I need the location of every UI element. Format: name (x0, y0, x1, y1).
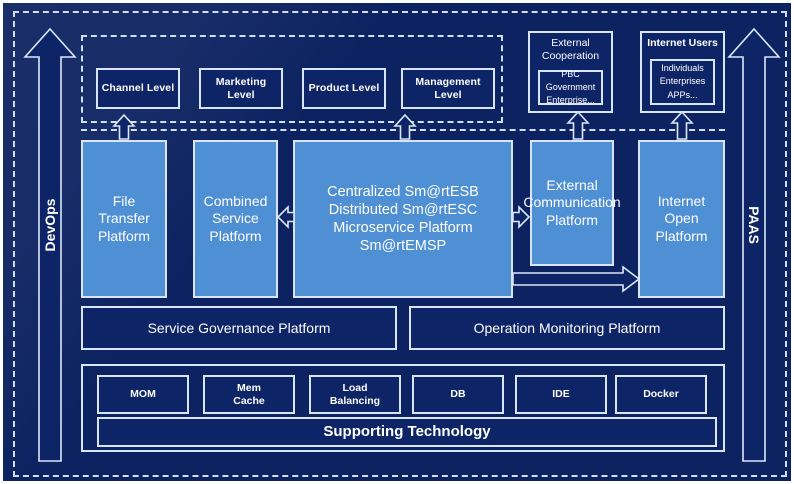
internet-users-members: Individuals Enterprises APPs... (650, 59, 715, 105)
platform-external-communication[interactable]: External Communication Platform (523, 140, 621, 266)
platform-file-transfer[interactable]: File Transfer Platform (81, 140, 167, 298)
external-cooperation-title: External Cooperation (541, 37, 600, 63)
supporting-technology-label: Supporting Technology (323, 423, 491, 441)
level-label: Channel Level (101, 82, 175, 95)
platform-combined-service[interactable]: Combined Service Platform (193, 140, 278, 298)
uparrow-internet-open (670, 110, 694, 140)
tech-box-ide[interactable]: IDE (515, 375, 607, 414)
level-label: Management Level (415, 76, 481, 101)
boundary-dashed-line (81, 129, 725, 131)
operation-monitoring-label: Operation Monitoring Platform (473, 319, 661, 336)
internet-users-title: Internet Users (647, 37, 718, 49)
internet-users-group[interactable]: Internet Users Individuals Enterprises A… (640, 31, 725, 113)
service-governance-platform[interactable]: Service Governance Platform (81, 306, 397, 350)
tech-box-docker[interactable]: Docker (615, 375, 707, 414)
service-governance-label: Service Governance Platform (147, 319, 331, 336)
platform-centralized-esb[interactable]: Centralized Sm@rtESB Distributed Sm@rtES… (293, 140, 513, 298)
consumer-levels-group (81, 35, 503, 123)
level-box-channel[interactable]: Channel Level (96, 68, 180, 109)
external-cooperation-members: PBC Government Enterprise... (538, 69, 603, 105)
tech-box-mem-cache[interactable]: Mem Cache (203, 375, 295, 414)
devops-label: DevOps (42, 198, 58, 252)
level-box-marketing[interactable]: Marketing Level (199, 68, 283, 109)
supporting-technology-bar[interactable]: Supporting Technology (97, 417, 717, 447)
tech-box-load-balancing[interactable]: Load Balancing (309, 375, 401, 414)
paas-arrow (727, 27, 781, 462)
level-label: Marketing Level (215, 76, 267, 101)
operation-monitoring-platform[interactable]: Operation Monitoring Platform (409, 306, 725, 350)
tech-box-db[interactable]: DB (412, 375, 504, 414)
supporting-technology-container (81, 364, 725, 452)
level-label: Product Level (308, 82, 380, 95)
level-box-management[interactable]: Management Level (401, 68, 495, 109)
level-box-product[interactable]: Product Level (302, 68, 386, 109)
external-cooperation-group[interactable]: External Cooperation PBC Government Ente… (528, 31, 613, 113)
platform-internet-open[interactable]: Internet Open Platform (638, 140, 725, 298)
arrow-centralized-to-internet-open (512, 265, 641, 293)
uparrow-external-communication (566, 110, 590, 140)
paas-label: PAAS (746, 206, 762, 244)
tech-box-mom[interactable]: MOM (97, 375, 189, 414)
